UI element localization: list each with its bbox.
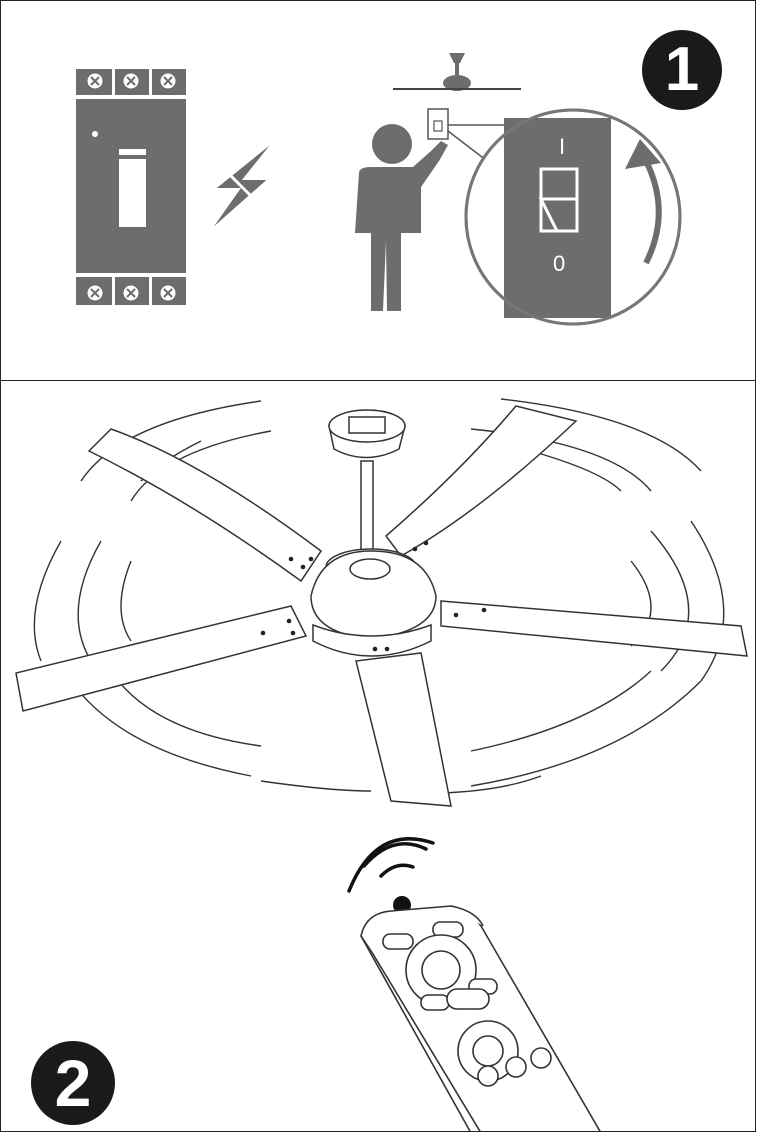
switch-on-label: I [559,134,565,159]
step-1-badge: 1 [642,30,722,110]
step-2-panel: 2 [0,380,756,1132]
lightning-bolt-icon [208,139,276,233]
remote-control-icon [361,906,601,1132]
switch-magnifier: I 0 [466,110,680,324]
circuit-breaker-icon [76,69,186,305]
step-2-badge: 2 [31,1041,115,1125]
step-2-illustration [1,381,756,1132]
ir-signal-icon [349,839,433,891]
ceiling-fan-icon [393,53,521,91]
step-1-panel: I 0 1 [0,0,756,381]
ceiling-fan-icon [16,406,747,806]
person-icon [355,124,448,311]
switch-off-label: 0 [553,251,565,276]
